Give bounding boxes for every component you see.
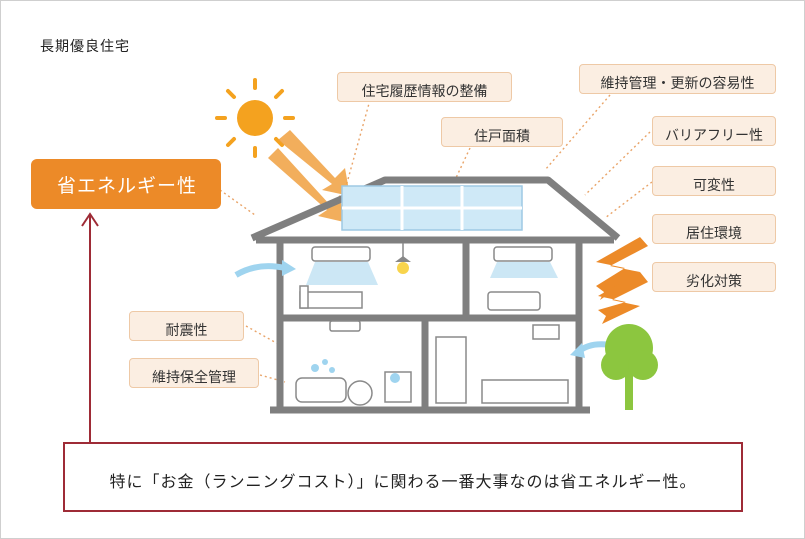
summary-note: 特に「お金（ランニングコスト）」に関わる一番大事なのは省エネルギー性。 bbox=[63, 442, 743, 512]
page-title: 長期優良住宅 bbox=[40, 39, 130, 55]
tree-icon bbox=[601, 324, 658, 410]
energy-efficiency-label: 省エネルギー性 bbox=[31, 159, 221, 209]
air-conditioner-icon bbox=[311, 246, 553, 332]
solar-panel bbox=[341, 185, 523, 231]
breeze-arrow bbox=[234, 260, 611, 358]
lamp-icon bbox=[395, 243, 411, 274]
label-deterioration: 劣化対策 bbox=[652, 262, 776, 292]
label-living-environment: 居住環境 bbox=[652, 214, 776, 244]
furniture bbox=[295, 285, 569, 406]
emphasis-arrow bbox=[81, 212, 99, 442]
zigzag-arrows bbox=[596, 237, 648, 324]
label-adaptability: 可変性 bbox=[652, 166, 776, 196]
label-floor-area: 住戸面積 bbox=[441, 117, 563, 147]
label-maintenance-ease: 維持管理・更新の容易性 bbox=[579, 64, 776, 94]
label-maintenance-management: 維持保全管理 bbox=[129, 358, 259, 388]
sun-icon bbox=[215, 78, 295, 158]
bubbles bbox=[311, 359, 400, 383]
label-seismic: 耐震性 bbox=[129, 311, 244, 341]
label-barrier-free: バリアフリー性 bbox=[652, 116, 776, 146]
label-housing-history: 住宅履歴情報の整備 bbox=[337, 72, 512, 102]
